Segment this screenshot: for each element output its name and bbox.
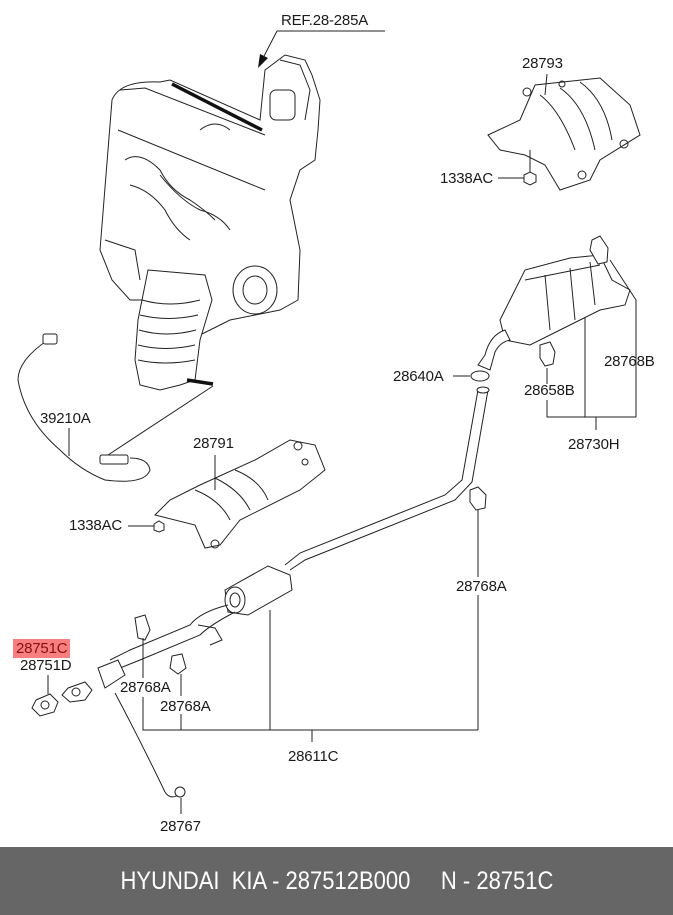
callout-28793[interactable]: 28793 bbox=[522, 55, 563, 72]
callout-28767[interactable]: 28767 bbox=[160, 818, 201, 835]
clamp-28640A bbox=[453, 370, 490, 382]
nut-28767 bbox=[114, 692, 186, 814]
callout-28791[interactable]: 28791 bbox=[193, 435, 234, 452]
engine-block bbox=[99, 54, 321, 341]
callout-28768A-right[interactable]: 28768A bbox=[456, 578, 507, 595]
callout-28751D[interactable]: 28751D bbox=[20, 657, 72, 674]
rear-muffler bbox=[477, 235, 637, 430]
catalytic-manifold bbox=[107, 269, 214, 456]
callout-ref[interactable]: REF.28-285A bbox=[281, 12, 369, 29]
part-number-footer: HYUNDAI KIA - 287512B000 N - 28751C bbox=[0, 847, 673, 915]
callout-28751C-highlighted[interactable]: 28751C bbox=[13, 639, 71, 658]
heat-protector-28793 bbox=[487, 73, 641, 191]
gasket-28751 bbox=[31, 675, 59, 717]
callout-28768A-left1[interactable]: 28768A bbox=[120, 679, 171, 696]
parts-diagram: REF.28-285A 28793 1338AC 28768B 28640A 2… bbox=[13, 12, 655, 835]
footer-part-info: HYUNDAI KIA - 287512B000 N - 28751C bbox=[120, 866, 553, 895]
callout-28768A-left2[interactable]: 28768A bbox=[160, 698, 211, 715]
heat-protector-28791 bbox=[128, 439, 326, 549]
callout-28730H[interactable]: 28730H bbox=[568, 436, 620, 453]
callout-28640A[interactable]: 28640A bbox=[393, 368, 444, 385]
callout-1338AC-lower[interactable]: 1338AC bbox=[69, 517, 123, 534]
exhaust-system-drawing bbox=[17, 30, 641, 814]
callout-1338AC-upper[interactable]: 1338AC bbox=[440, 170, 494, 187]
intermediate-pipe bbox=[284, 386, 490, 730]
ref-leader bbox=[258, 30, 385, 68]
callout-39210A[interactable]: 39210A bbox=[40, 410, 91, 427]
center-muffler bbox=[61, 565, 478, 742]
callout-28658B[interactable]: 28658B bbox=[524, 382, 575, 399]
callout-28611C[interactable]: 28611C bbox=[288, 748, 339, 765]
callout-28768B[interactable]: 28768B bbox=[604, 353, 655, 370]
oxygen-sensor bbox=[17, 333, 151, 482]
